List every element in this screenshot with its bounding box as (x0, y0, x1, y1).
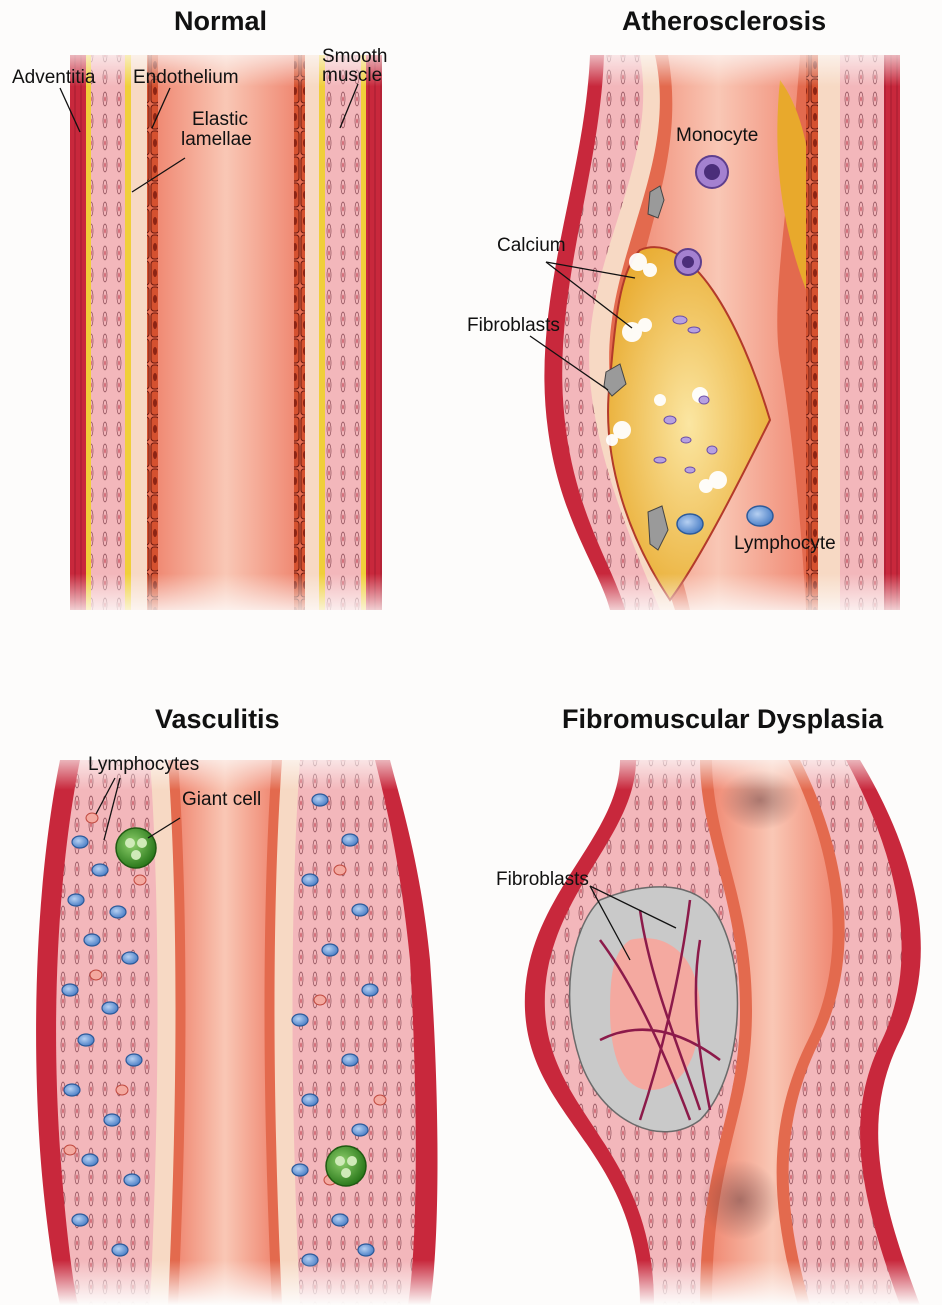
label-giant-cell: Giant cell (182, 790, 261, 809)
label-smooth-muscle-line1: Smooth (322, 47, 387, 66)
label-smooth-muscle-line2: muscle (322, 66, 382, 85)
label-monocyte: Monocyte (676, 126, 758, 145)
label-calcium: Calcium (497, 236, 566, 255)
label-adventitia: Adventitia (12, 68, 95, 87)
label-elastic-lamellae-line1: Elastic (192, 110, 248, 129)
label-elastic-lamellae-line2: lamellae (181, 130, 252, 149)
label-fibroblasts-athero: Fibroblasts (467, 316, 560, 335)
label-lymphocytes: Lymphocytes (88, 755, 199, 774)
fmd-artery (510, 745, 940, 1305)
vasculitis-artery (20, 745, 450, 1305)
label-lymphocyte: Lymphocyte (734, 534, 836, 553)
label-endothelium: Endothelium (133, 68, 239, 87)
label-fibroblasts-fmd: Fibroblasts (496, 870, 589, 889)
